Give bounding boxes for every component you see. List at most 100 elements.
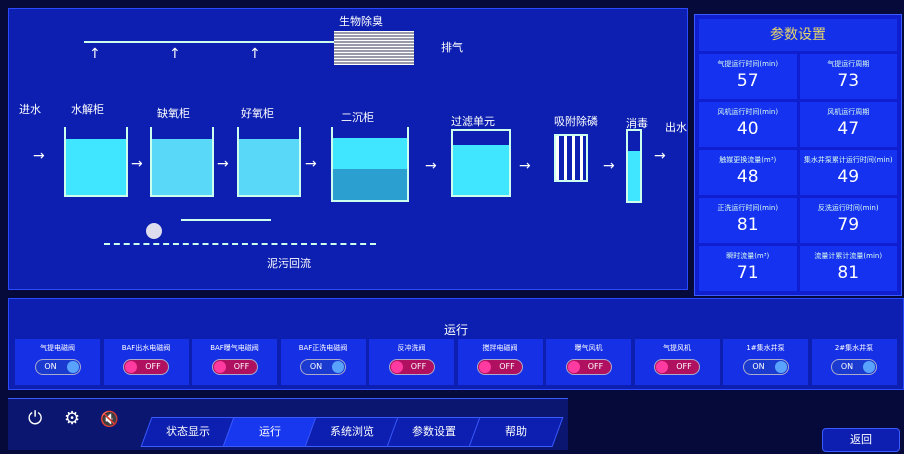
toggle-switch[interactable]: OFF [565, 359, 612, 375]
toggle-state: ON [309, 362, 323, 371]
nav-tab[interactable]: 状态显示 [140, 417, 236, 447]
toggle-state: ON [840, 362, 854, 371]
switch-item: 1#集水井泵 ON [723, 339, 808, 385]
param-label: 流量计累计流量(min) [814, 252, 883, 260]
label-exhaust: 排气 [441, 41, 463, 54]
label-anoxic: 缺氧柜 [157, 107, 190, 120]
switch-item: 反冲洗阀 OFF [369, 339, 454, 385]
toggle-knob [125, 361, 137, 373]
toggle-switch[interactable]: OFF [123, 359, 169, 375]
param-cell[interactable]: 正洗运行时间(min) 81 [699, 198, 797, 243]
nav-tab-label: 状态显示 [166, 425, 210, 438]
toggle-knob [656, 361, 668, 373]
back-button[interactable]: 返回 [822, 428, 900, 452]
param-value[interactable]: 49 [837, 167, 860, 187]
label-adsorption: 吸附除磷 [554, 115, 598, 128]
mute-icon[interactable]: 🔇 [100, 410, 119, 428]
nav-tab-label: 帮助 [505, 425, 527, 438]
toggle-switch[interactable]: ON [742, 359, 789, 375]
label-inlet: 进水 [19, 103, 41, 116]
toggle-state: OFF [499, 362, 515, 371]
switch-label: 气提风机 [663, 344, 691, 352]
label-bio-deodor: 生物除臭 [339, 15, 383, 28]
toggle-state: ON [752, 362, 765, 371]
param-value[interactable]: 48 [736, 167, 759, 187]
run-title: 运行 [443, 323, 468, 337]
toggle-state: OFF [676, 362, 692, 371]
param-value[interactable]: 47 [837, 119, 860, 139]
param-cell[interactable]: 流量计累计流量(min) 81 [799, 246, 897, 291]
param-value[interactable]: 57 [736, 71, 759, 91]
gear-icon[interactable]: ⚙ [64, 408, 81, 429]
nav-tab[interactable]: 系统浏览 [304, 417, 400, 447]
param-cell[interactable]: 风机运行周期 47 [799, 102, 897, 147]
param-value[interactable]: 81 [837, 263, 860, 283]
toggle-switch[interactable]: ON [34, 359, 81, 375]
switch-item: BAF正洗电磁阀 ON [280, 339, 366, 385]
nav-tab[interactable]: 参数设置 [386, 417, 482, 447]
param-cell[interactable]: 气提运行时间(min)57 [699, 54, 797, 99]
nav-tab-label: 系统浏览 [330, 425, 374, 438]
nav-tab[interactable]: 帮助 [468, 417, 564, 447]
param-cell[interactable]: 集水井泵累计运行时间(min) 49 [799, 150, 897, 195]
toggle-knob [479, 361, 491, 373]
label-sludge-return: 泥污回流 [267, 257, 311, 270]
param-cell[interactable]: 风机运行时间(min) 40 [699, 102, 797, 147]
toggle-switch[interactable]: OFF [388, 359, 435, 375]
switch-label: 气提电磁阀 [40, 344, 75, 352]
toggle-knob [213, 361, 226, 373]
param-label: 触媒更换流量(m³) [719, 156, 777, 164]
toggle-knob [567, 361, 580, 373]
param-label: 反洗运行时间(min) [817, 204, 879, 212]
switch-label: BAF正洗电磁阀 [298, 344, 348, 352]
param-label: 风机运行周期 [827, 108, 870, 116]
toggle-switch[interactable]: OFF [654, 359, 700, 375]
toggle-switch[interactable]: OFF [477, 359, 523, 375]
switch-label: 2#集水井泵 [834, 344, 874, 352]
toggle-switch[interactable]: ON [831, 359, 877, 375]
toggle-state: OFF [233, 362, 250, 371]
toggle-switch[interactable]: OFF [211, 359, 258, 375]
pump-icon [146, 223, 162, 239]
param-label: 集水井泵累计运行时间(min) [803, 156, 893, 164]
switch-label: 搅拌电磁阀 [482, 344, 518, 352]
switch-item: 曝气风机 OFF [546, 339, 631, 385]
toggle-state: OFF [410, 362, 427, 371]
switch-label: 1#集水井泵 [746, 344, 785, 352]
param-value[interactable]: 40 [736, 119, 759, 139]
switch-label: 曝气风机 [574, 344, 603, 352]
param-cell[interactable]: 触媒更换流量(m³) 48 [699, 150, 797, 195]
nav-tab-label: 运行 [259, 425, 281, 438]
switch-label: BAF曝气电磁阀 [210, 344, 259, 352]
toggle-knob [66, 361, 79, 373]
param-cell[interactable]: 瞬时流量(m³)71 [699, 246, 797, 291]
param-value[interactable]: 73 [837, 71, 860, 91]
toggle-knob [863, 361, 875, 373]
param-label: 正洗运行时间(min) [717, 204, 779, 212]
power-icon[interactable]: ⏻ [28, 408, 43, 429]
param-label: 风机运行时间(min) [717, 108, 779, 116]
label-aerobic: 好氧柜 [241, 107, 274, 120]
param-label: 气提运行周期 [827, 60, 870, 68]
toggle-switch[interactable]: ON [300, 359, 346, 375]
deodor-unit [334, 31, 414, 65]
params-title: 参数设置 [699, 19, 897, 51]
switch-item: 气提电磁阀 ON [15, 339, 100, 385]
switch-item: 搅拌电磁阀 OFF [457, 339, 543, 385]
label-disinfect: 消毒 [626, 117, 648, 130]
label-secondary: 二沉柜 [341, 111, 374, 124]
param-cell[interactable]: 气提运行周期 73 [799, 54, 897, 99]
nav-tab[interactable]: 运行 [222, 417, 318, 447]
switch-label: 反冲洗阀 [397, 344, 426, 352]
param-value[interactable]: 79 [837, 215, 860, 235]
toggle-state: OFF [587, 362, 604, 371]
param-value[interactable]: 71 [736, 263, 759, 283]
param-value[interactable]: 81 [736, 215, 759, 235]
switch-item: 气提风机 OFF [634, 339, 720, 385]
toggle-state: OFF [145, 362, 161, 371]
param-cell[interactable]: 反洗运行时间(min) 79 [799, 198, 897, 243]
toggle-state: ON [44, 362, 57, 371]
